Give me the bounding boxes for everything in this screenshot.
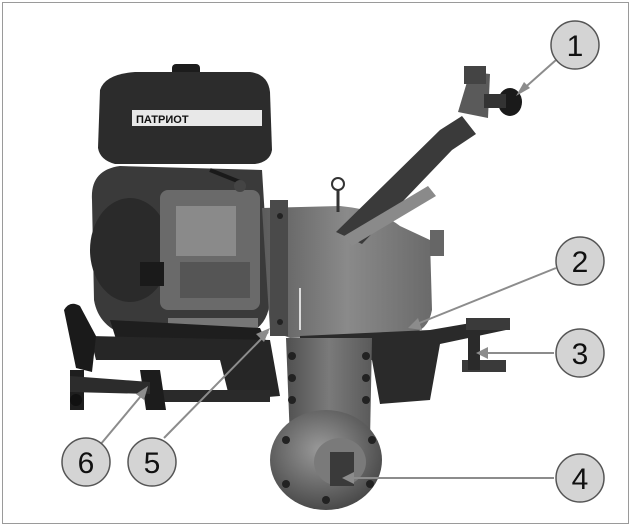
leader-line-5	[163, 331, 269, 439]
callout-5: 5	[127, 437, 177, 487]
callout-6-label: 6	[78, 447, 95, 480]
engine-brand-label: ПАТРИОТ	[136, 114, 189, 126]
callout-6: 6	[61, 437, 111, 487]
engine-block	[90, 166, 270, 340]
callout-4: 4	[555, 453, 605, 503]
callout-2-label: 2	[572, 246, 589, 279]
callout-4-label: 4	[572, 463, 589, 496]
leader-line-2	[411, 267, 557, 327]
leader-lines	[99, 59, 557, 479]
leader-line-6	[99, 389, 147, 446]
callout-3-label: 3	[572, 338, 589, 371]
callout-1: 1	[550, 20, 600, 70]
callout-1-label: 1	[567, 30, 584, 63]
callout-2: 2	[555, 236, 605, 286]
leader-arrowheads	[136, 82, 530, 484]
callout-3: 3	[555, 328, 605, 378]
fuel-tank: ПАТРИОТ	[98, 64, 272, 164]
gearbox-housing	[262, 177, 444, 338]
output-hub	[270, 410, 382, 510]
callout-5-label: 5	[144, 447, 161, 480]
handle-mount-arm	[336, 66, 522, 246]
front-bumper	[64, 303, 150, 410]
